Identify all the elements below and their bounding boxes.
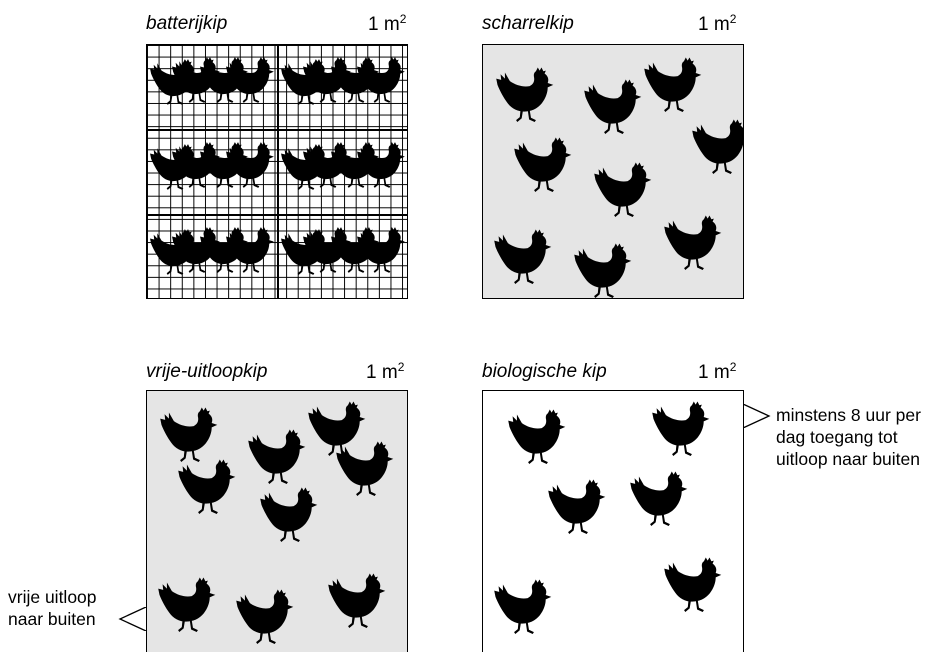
hen-silhouette-icon (248, 429, 305, 484)
freerange-callout-pointer (118, 607, 148, 631)
freerange-callout-line1: vrije uitloop (8, 586, 97, 608)
hen-silhouette-icon (328, 573, 385, 628)
battery-hens (147, 45, 408, 299)
hen-silhouette-icon (308, 401, 365, 456)
organic-area-exponent: 2 (730, 360, 737, 374)
organic-hen-title: biologische kip (482, 362, 607, 381)
hen-silhouette-icon (514, 137, 571, 192)
freerange-callout-line2: naar buiten (8, 608, 97, 630)
hen-silhouette-icon (494, 579, 551, 634)
hen-silhouette-icon (496, 67, 553, 122)
freerange-hens (147, 391, 408, 652)
freerange-floor-area (146, 390, 408, 652)
barn-area-value: 1 m (698, 14, 730, 35)
hen-silhouette-icon (260, 487, 317, 542)
freerange-hen-title: vrije-uitloopkip (146, 362, 267, 381)
hen-silhouette-icon (336, 441, 393, 496)
barn-hens (483, 45, 744, 299)
hen-silhouette-icon (236, 589, 293, 644)
hen-silhouette-icon (508, 409, 565, 464)
organic-callout: minstens 8 uur per dag toegang tot uitlo… (776, 404, 921, 470)
hen-silhouette-icon (630, 471, 687, 526)
battery-area-value: 1 m (368, 14, 400, 35)
hen-silhouette-icon (548, 479, 605, 534)
hen-silhouette-icon (160, 407, 217, 462)
hen-silhouette-icon (594, 162, 651, 217)
battery-area-label: 1 m2 (368, 13, 406, 34)
hen-silhouette-icon (692, 119, 744, 174)
barn-hen-title: scharrelkip (482, 14, 574, 33)
barn-area-label: 1 m2 (698, 13, 736, 34)
freerange-area-value: 1 m (366, 362, 398, 383)
hen-silhouette-icon (644, 57, 701, 112)
hen-silhouette-icon (158, 577, 215, 632)
organic-callout-line1: minstens 8 uur per (776, 404, 921, 426)
organic-area-value: 1 m (698, 362, 730, 383)
hen-silhouette-icon (574, 243, 631, 298)
freerange-area-label: 1 m2 (366, 361, 404, 382)
organic-callout-line3: uitloop naar buiten (776, 448, 921, 470)
organic-floor-area (482, 390, 744, 652)
freerange-callout: vrije uitloop naar buiten (8, 586, 97, 630)
battery-cage-grid (146, 44, 408, 299)
organic-hens (483, 391, 744, 652)
hen-silhouette-icon (584, 79, 641, 134)
hen-silhouette-icon (664, 557, 721, 612)
organic-area-label: 1 m2 (698, 361, 736, 382)
hen-silhouette-icon (178, 459, 235, 514)
hen-silhouette-icon (494, 229, 551, 284)
organic-callout-line2: dag toegang tot (776, 426, 921, 448)
hen-silhouette-icon (664, 215, 721, 270)
battery-area-exponent: 2 (400, 12, 407, 26)
barn-floor-area (482, 44, 744, 299)
organic-callout-pointer (743, 404, 773, 428)
battery-hen-title: batterijkip (146, 14, 227, 33)
barn-area-exponent: 2 (730, 12, 737, 26)
hen-silhouette-icon (652, 401, 709, 456)
freerange-area-exponent: 2 (398, 360, 405, 374)
